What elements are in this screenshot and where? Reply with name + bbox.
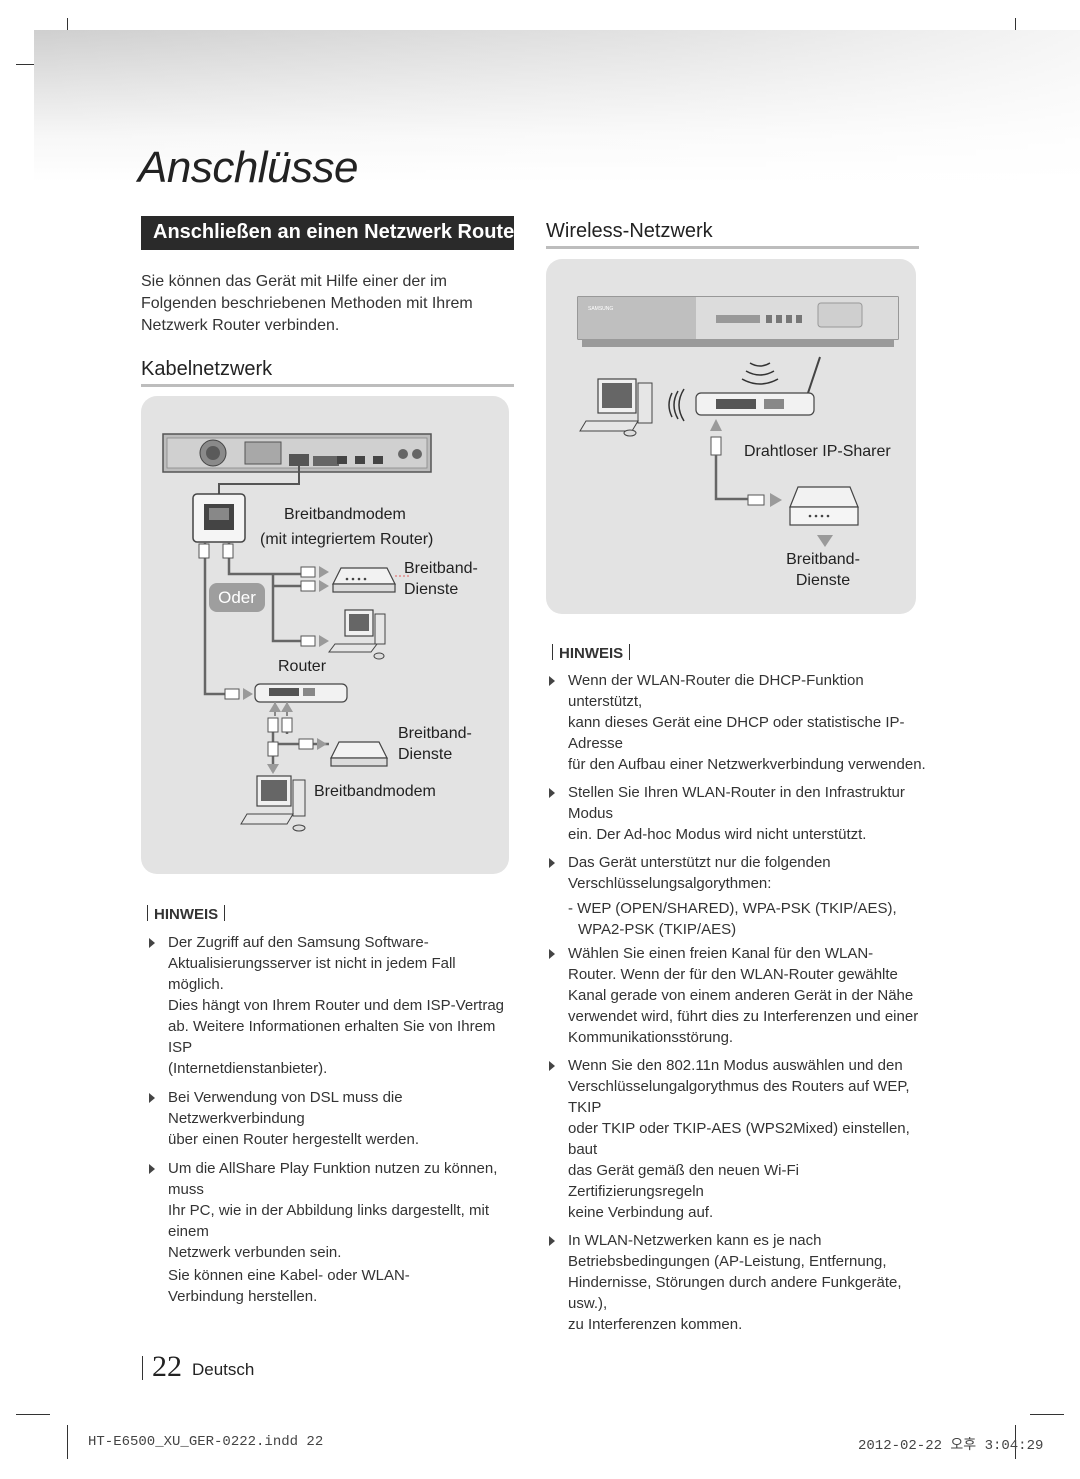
bullet-triangle-icon	[149, 938, 155, 948]
modem-router-icon	[332, 567, 409, 593]
page-number: 22	[152, 1350, 182, 1383]
wireless-router-icon	[695, 356, 821, 416]
crop-mark	[16, 1414, 50, 1415]
wifi-signal-icon	[668, 362, 779, 422]
wired-heading: Kabelnetzwerk	[141, 358, 273, 380]
note-item: Bei Verwendung von DSL muss die Netzwerk…	[143, 1087, 515, 1150]
wireless-diagram: SAMSUNG	[577, 296, 899, 547]
oder-badge: Oder	[209, 583, 265, 612]
note-item: Stellen Sie Ihren WLAN-Router in den Inf…	[543, 782, 928, 845]
intro-line: Netzwerk Router verbinden.	[141, 317, 340, 334]
right-note-list: Wenn der WLAN-Router die DHCP-Funktion u…	[543, 670, 928, 1335]
note-bar	[147, 905, 148, 921]
broadband-modem-icon	[330, 741, 388, 767]
left-note-list: Der Zugriff auf den Samsung Software- Ak…	[143, 932, 515, 1307]
device-brand-logo: SAMSUNG	[588, 306, 613, 312]
router-icon	[254, 683, 348, 703]
note-label: HINWEIS	[559, 645, 624, 662]
crop-mark	[1015, 1425, 1016, 1459]
note-item: Wählen Sie einen freien Kanal für den WL…	[543, 943, 928, 1048]
wireless-service-label: Breitband- Dienste	[770, 549, 876, 591]
header-band	[34, 30, 1080, 182]
service1-line1: Breitband-	[404, 560, 478, 577]
arrow-icon	[267, 738, 327, 774]
wireless-heading: Wireless-Netzwerk	[546, 220, 713, 242]
modem-title-label: Breitbandmodem	[284, 506, 406, 523]
note-item: Der Zugriff auf den Samsung Software- Ak…	[143, 932, 515, 1079]
note-bar	[224, 905, 226, 921]
service2-label: Breitband- Dienste	[398, 723, 472, 765]
service1-line2: Dienste	[404, 581, 459, 598]
arrow-icon	[710, 419, 722, 431]
page-number-bar	[142, 1356, 143, 1380]
arrow-icon	[770, 493, 833, 547]
arrow-icon	[269, 702, 293, 712]
footer-timestamp: 2012-02-22 오후 3:04:29	[858, 1438, 1044, 1454]
wireless-heading-rule	[546, 246, 919, 249]
bullet-triangle-icon	[549, 858, 555, 868]
page-title: Anschlüsse	[138, 143, 359, 192]
router-label: Router	[278, 658, 327, 675]
cable-connector-icon	[198, 543, 316, 700]
note-item: Um die AllShare Play Funktion nutzen zu …	[143, 1158, 515, 1307]
pc-icon	[328, 609, 386, 660]
note-label: HINWEIS	[154, 906, 219, 923]
wired-heading-rule	[141, 384, 514, 387]
wireless-service-line1: Breitband-	[786, 551, 860, 568]
note-item: Das Gerät unterstützt nur die folgenden …	[543, 852, 928, 940]
service2-line1: Breitband-	[398, 725, 472, 742]
intro-line: Folgenden beschriebenen Methoden mit Ihr…	[141, 295, 473, 312]
note-item: In WLAN-Netzwerken kann es je nach Betri…	[543, 1230, 928, 1335]
bullet-triangle-icon	[549, 788, 555, 798]
bullet-triangle-icon	[549, 676, 555, 686]
note-bar	[629, 644, 631, 660]
wireless-service-line2: Dienste	[795, 572, 851, 589]
crop-mark	[16, 64, 50, 65]
note-item: Wenn der WLAN-Router die DHCP-Funktion u…	[543, 670, 928, 775]
note-heading-left: HINWEIS	[141, 905, 231, 923]
bullet-triangle-icon	[549, 1061, 555, 1071]
note-heading-right: HINWEIS	[546, 644, 636, 662]
crop-mark	[1030, 1414, 1064, 1415]
wired-diagram	[162, 433, 432, 832]
bullet-triangle-icon	[149, 1093, 155, 1103]
pc-icon	[579, 378, 653, 437]
note-bar	[552, 644, 553, 660]
service1-label: Breitband- Dienste	[404, 558, 478, 600]
footer-file: HT-E6500_XU_GER-0222.indd 22	[88, 1434, 324, 1450]
pc-icon	[240, 775, 306, 832]
intro-line: Sie können das Gerät mit Hilfe einer der…	[141, 273, 447, 290]
bullet-triangle-icon	[549, 1236, 555, 1246]
home-theater-front-panel	[577, 296, 899, 347]
sharer-label: Drahtloser IP-Sharer	[744, 443, 891, 460]
lan-wall-jack-icon	[192, 493, 246, 543]
section-header: Anschließen an einen Netzwerk Router	[141, 216, 522, 250]
bullet-triangle-icon	[149, 1164, 155, 1174]
modem2-label: Breitbandmodem	[314, 783, 436, 800]
service2-line2: Dienste	[398, 746, 453, 763]
note-item: Wenn Sie den 802.11n Modus auswählen und…	[543, 1055, 928, 1223]
crop-mark	[67, 1425, 68, 1459]
arrow-icon	[243, 566, 329, 700]
wired-diagram-panel	[141, 396, 509, 874]
page-language: Deutsch	[192, 1360, 255, 1379]
cable-connector-icon	[267, 717, 314, 757]
intro-paragraph: Sie können das Gerät mit Hilfe einer der…	[141, 271, 501, 337]
modem-subtitle-label: (mit integriertem Router)	[260, 531, 434, 548]
broadband-modem-icon	[789, 486, 859, 526]
bullet-triangle-icon	[549, 949, 555, 959]
home-theater-rear-panel	[162, 433, 432, 473]
